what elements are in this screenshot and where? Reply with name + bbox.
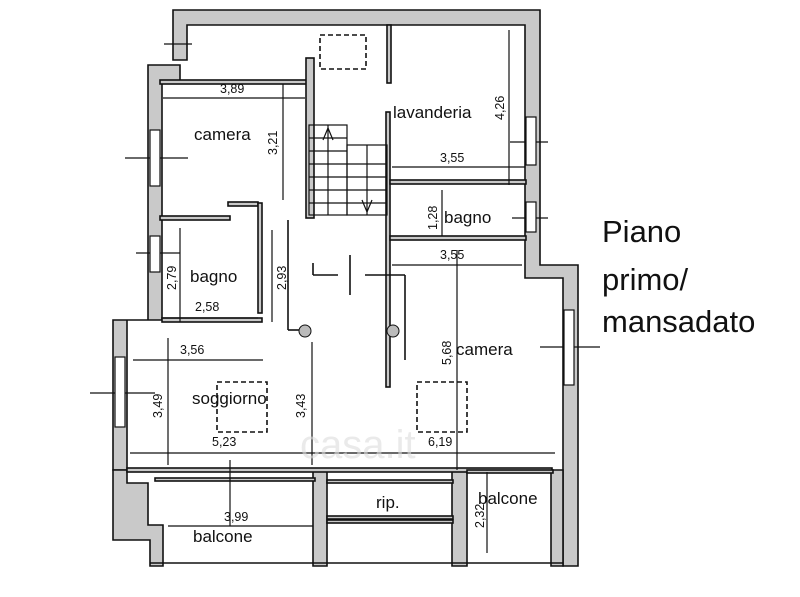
room-label-soggiorno: soggiorno <box>192 389 267 408</box>
dimension-label: 1,28 <box>426 206 440 230</box>
dimension-label: 5,68 <box>440 341 454 365</box>
plan-title-line-1: Piano <box>602 214 682 249</box>
interior-walls <box>126 24 563 564</box>
outer-walls <box>112 9 579 567</box>
skylight <box>416 381 468 433</box>
room-label-balcone-right: balcone <box>478 489 538 508</box>
room-label-camera-right: camera <box>456 340 513 359</box>
dimension-lines <box>130 30 555 553</box>
dimension-label: 3,99 <box>224 510 248 524</box>
dimension-label: 6,19 <box>428 435 452 449</box>
room-label-bagno-right: bagno <box>444 208 491 227</box>
dimension-label: 3,21 <box>266 131 280 155</box>
dimension-label: 3,56 <box>180 343 204 357</box>
dimension-label: 3,89 <box>220 82 244 96</box>
column <box>298 324 312 338</box>
dimension-label: 3,55 <box>440 248 464 262</box>
plan-title-line-3: mansadato <box>602 304 756 339</box>
plan-title-line-2: primo/ <box>602 262 689 297</box>
dimension-label: 2,32 <box>473 504 487 528</box>
room-label-rip: rip. <box>376 493 400 512</box>
dimension-label: 5,23 <box>212 435 236 449</box>
dimension-label: 4,26 <box>493 96 507 120</box>
dimension-label: 2,79 <box>165 266 179 290</box>
skylight <box>216 381 268 433</box>
column <box>386 324 400 338</box>
dimension-label: 2,93 <box>275 266 289 290</box>
room-label-camera-top: camera <box>194 125 251 144</box>
skylight <box>319 34 367 70</box>
room-label-bagno-left: bagno <box>190 267 237 286</box>
dimension-label: 3,55 <box>440 151 464 165</box>
dimension-label: 3,43 <box>294 394 308 418</box>
windows <box>90 43 600 428</box>
dimension-label: 2,58 <box>195 300 219 314</box>
room-label-balcone-left: balcone <box>193 527 253 546</box>
dimension-label: 3,49 <box>151 394 165 418</box>
room-label-lavanderia: lavanderia <box>393 103 472 122</box>
staircase <box>308 124 388 216</box>
watermark: casa.it <box>300 423 416 467</box>
